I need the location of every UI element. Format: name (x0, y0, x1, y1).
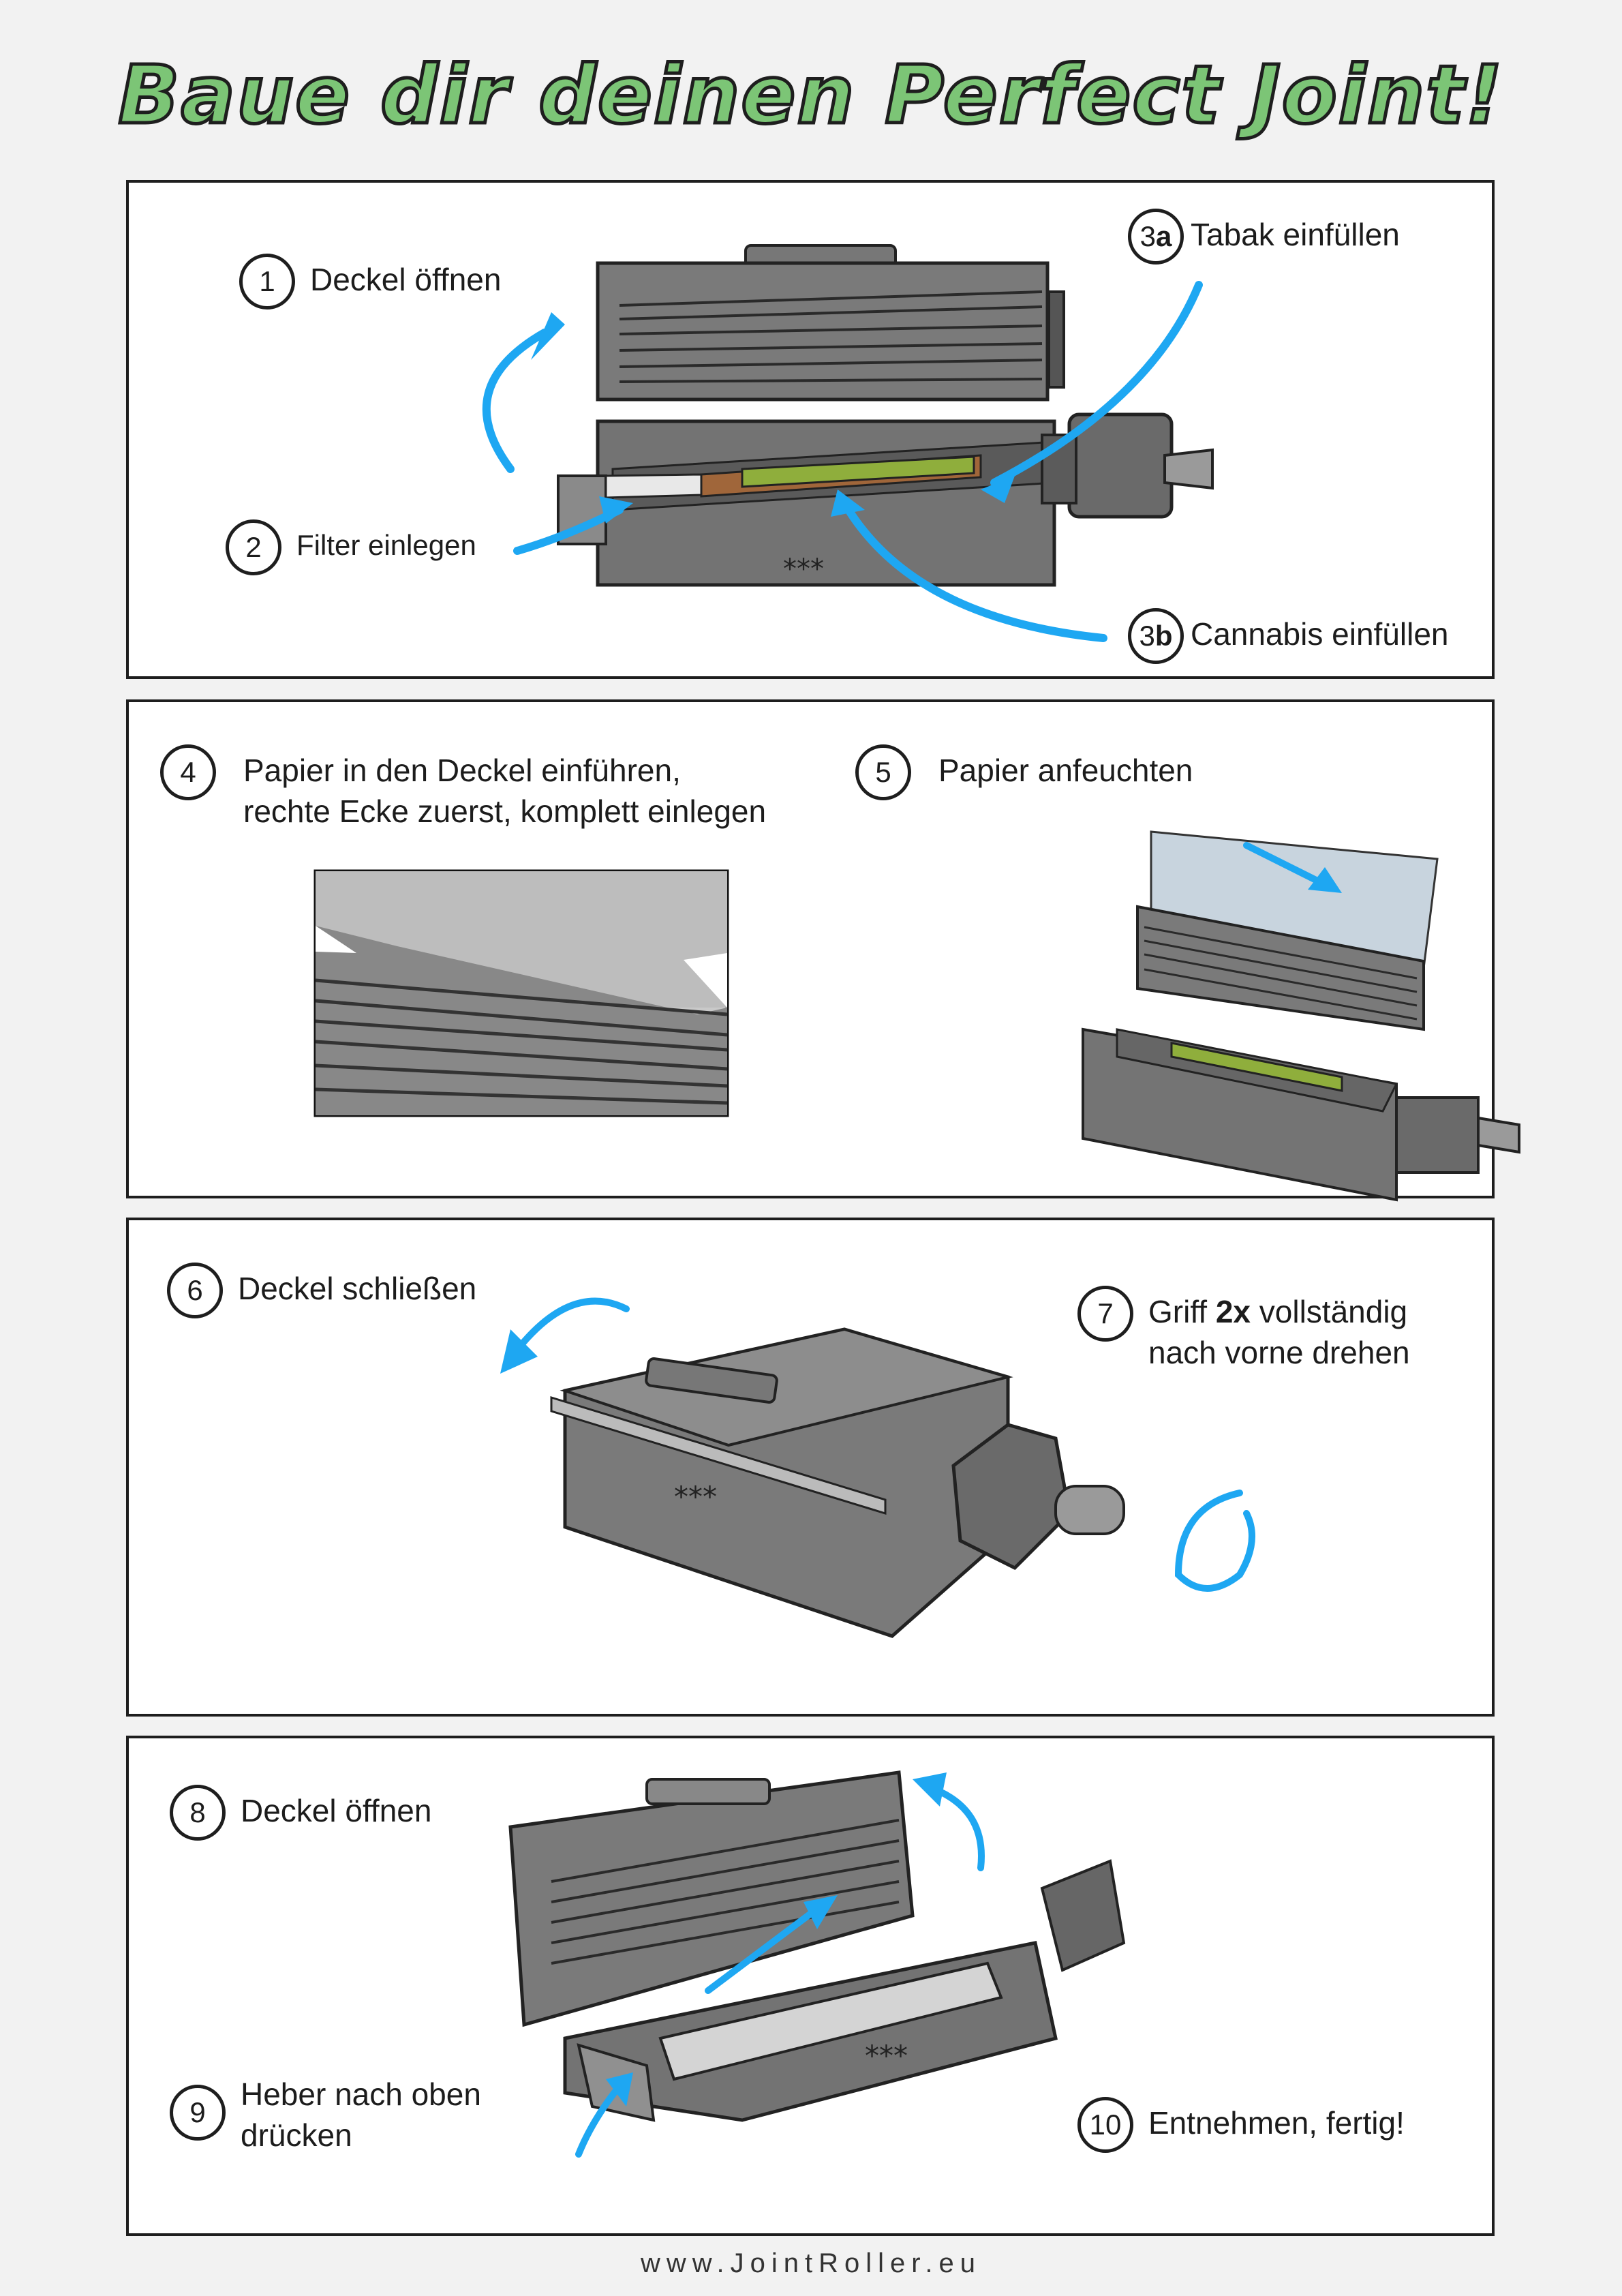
step-1: 1 Deckel öffnen (239, 254, 501, 309)
footer-url: www.JointRoller.eu (641, 2248, 981, 2278)
step-number: 8 (170, 1785, 226, 1841)
step-number: 1 (239, 254, 295, 309)
step-number: 10 (1077, 2097, 1133, 2153)
step-number: 7 (1077, 1286, 1133, 1342)
device-marking: *** (783, 554, 824, 585)
step-number: 6 (167, 1263, 223, 1318)
step-10: 10 Entnehmen, fertig! (1077, 2097, 1405, 2153)
page-title: Baue dir deinen Perfect Joint! (117, 46, 1504, 144)
roller-open-finished-illustration: *** (508, 1770, 1126, 2158)
step-number: 4 (160, 744, 216, 800)
step-7: 7 Griff 2x vollständig nach vorne drehen (1077, 1286, 1410, 1373)
roller-closed-illustration: *** (500, 1297, 1255, 1638)
step-label: Deckel schließen (238, 1271, 477, 1306)
step-6: 6 Deckel schließen (167, 1263, 476, 1318)
step-number: 5 (855, 744, 911, 800)
step-label: Entnehmen, fertig! (1148, 2105, 1405, 2141)
step-label: Heber nach oben drücken (241, 2076, 481, 2153)
step-label: Griff 2x vollständig nach vorne drehen (1148, 1294, 1410, 1370)
step-8: 8 Deckel öffnen (170, 1785, 431, 1841)
step-2: 2 Filter einlegen (226, 519, 476, 575)
roller-open-filled-illustration: *** (482, 244, 1214, 642)
roller-paper-moisten-illustration (1082, 830, 1520, 1202)
step-label: Papier in den Deckel einführen, rechte E… (243, 753, 767, 829)
step-label: Papier anfeuchten (938, 753, 1193, 788)
device-marking: *** (865, 2039, 908, 2072)
step-label: Tabak einfüllen (1191, 217, 1400, 252)
panel-steps-6-7: 6 Deckel schließen 7 Griff 2x vollständi… (126, 1218, 1495, 1717)
panel-steps-8-10: 8 Deckel öffnen 9 Heber nach oben drücke… (126, 1736, 1495, 2236)
step-number: 9 (170, 2085, 226, 2141)
step-label: Cannabis einfüllen (1191, 616, 1449, 652)
step-label: Deckel öffnen (241, 1793, 432, 1828)
panel-steps-4-5: 4 Papier in den Deckel einführen, rechte… (126, 699, 1520, 1202)
step-9: 9 Heber nach oben drücken (170, 2068, 481, 2156)
step-number: 2 (226, 519, 281, 575)
step-label: Deckel öffnen (310, 262, 502, 297)
step-4: 4 Papier in den Deckel einführen, rechte… (160, 744, 766, 832)
step-5: 5 Papier anfeuchten (855, 744, 1193, 800)
device-marking: *** (674, 1480, 717, 1513)
paper-insert-detail-illustration (313, 869, 729, 1117)
step-label: Filter einlegen (296, 529, 476, 561)
